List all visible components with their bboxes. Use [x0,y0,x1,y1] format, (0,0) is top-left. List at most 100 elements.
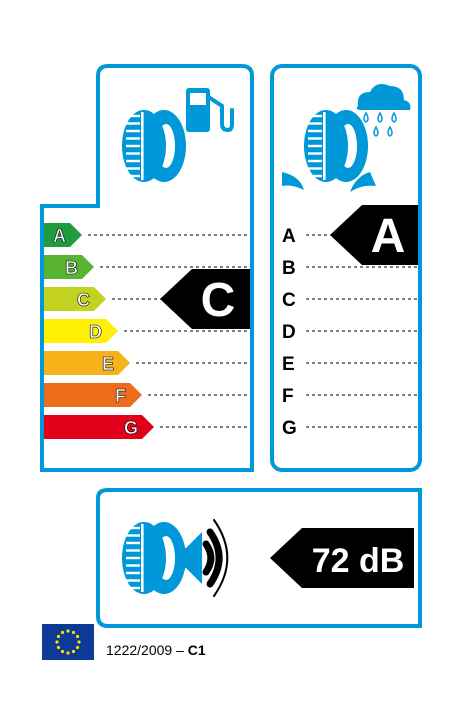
tyre-tread [122,522,166,594]
tread-groove [126,159,140,163]
noise-value-indicator: 72 dB [270,528,414,588]
tread-groove [126,129,140,133]
regulation-reference: 1222/2009 – C1 [106,642,206,658]
rain-cloud [356,84,411,110]
fuel-class-arrow-e [44,351,130,375]
sound-wave [206,528,223,588]
fuel-class-label: E [102,354,114,374]
wet-grip-class-label: D [282,322,296,343]
tread-groove [126,114,140,118]
wet-grip-rating-letter: A [371,210,406,263]
noise-panel-frame [96,488,422,628]
rain-cloud-icon [356,84,411,137]
fuel-class-label: D [89,322,102,342]
tread-groove [126,571,140,575]
wet-grip-rating-indicator: A [330,205,418,265]
wet-grip-class-label: F [282,386,294,407]
tyre-icon [122,110,186,182]
tread-channel [141,524,144,592]
eu-star [60,649,65,654]
fuel-class-arrow-c [44,287,106,311]
fuel-class-arrow-d [44,319,118,343]
tread-groove [126,122,140,125]
tread-groove [308,167,322,170]
wet-grip-class-label: B [282,258,296,279]
tread-groove [126,564,140,567]
fuel-class-label: C [77,290,90,310]
tread-groove [308,152,322,155]
eu-star [75,645,80,650]
tread-groove [126,526,140,530]
wet-grip-panel-frame [270,64,422,472]
noise-value: 72 dB [312,542,405,580]
eu-star [55,640,59,644]
eu-star [60,630,65,635]
wet-grip-class-label: G [282,418,297,439]
wet-grip-class-label: E [282,354,295,375]
tread-groove [126,174,140,178]
tread-groove [126,556,140,560]
tread-groove [308,137,322,140]
tread-groove [308,144,322,148]
tread-groove [126,152,140,155]
tread-groove [308,122,322,125]
eu-star [77,640,81,644]
fuel-rating-arrow [160,269,250,329]
eu-star [75,634,80,639]
rain-drop [359,125,365,137]
fuel-rating-letter: C [201,274,236,327]
sound-wave [202,540,215,576]
tyre-tread [304,110,348,182]
fuel-class-label: G [124,418,138,438]
fuel-class-label: B [65,258,78,278]
fuel-pump-icon [186,88,234,133]
fuel-rating-indicator: C [160,269,250,329]
rain-drop [373,125,379,137]
tread-channel [141,112,144,180]
tread-groove [126,579,140,582]
fuel-class-arrow-g [44,415,154,439]
fuel-class-arrow-a [44,223,82,247]
tread-groove [308,129,322,133]
tread-groove [126,541,140,545]
pump-hose [208,96,234,133]
sound-wave [213,519,229,597]
rain-drop [363,111,369,123]
eu-flag-icon [42,624,94,660]
noise-value-arrow [270,528,414,588]
eu-star [56,645,61,650]
fuel-class-arrow-f [44,383,142,407]
wet-grip-class-label: C [282,290,296,311]
tread-groove [126,549,140,552]
tread-groove [126,167,140,170]
water-splash [350,172,376,192]
tyre-splash-icon [282,110,376,192]
pump-display [190,93,206,105]
fuel-class-label: F [115,386,126,406]
eu-star [71,649,76,654]
tyre-tread [122,110,166,182]
tread-groove [308,159,322,163]
eu-star [71,630,76,635]
water-splash [282,172,304,190]
wet-grip-rating-arrow [330,205,418,265]
tread-groove [126,137,140,140]
tread-groove [126,534,140,537]
wet-grip-class-label: A [282,226,296,247]
speaker-cone [176,532,202,584]
fuel-class-label: A [53,226,66,246]
tread-groove [126,586,140,590]
eu-star [56,634,61,639]
eu-star [66,629,70,633]
rain-drop [377,111,383,123]
tread-groove [308,114,322,118]
tread-groove [308,174,322,178]
rain-drop [391,111,397,123]
tread-groove [126,144,140,148]
tyre-icon [122,522,186,594]
fuel-panel-frame [40,64,254,472]
rain-drop [387,125,393,137]
